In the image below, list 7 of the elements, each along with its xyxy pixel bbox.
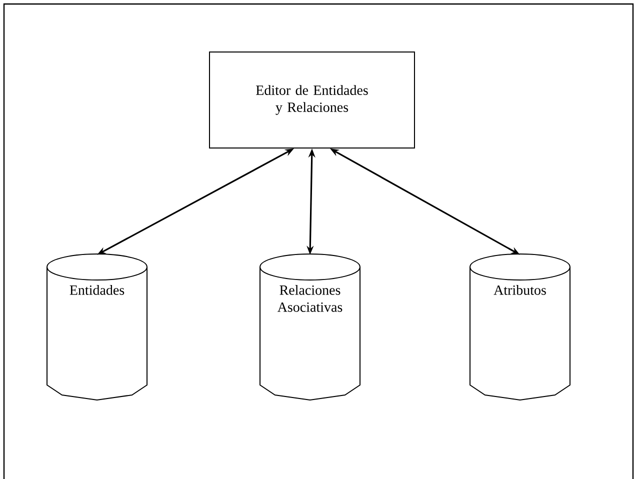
database-cylinder: Atributos [470, 254, 570, 400]
process-box: Editor de Entidades y Relaciones [209, 52, 415, 148]
node-label: Entidades [70, 284, 124, 295]
node-label: Atributos [494, 284, 546, 295]
node-label: Relaciones Asociativas [277, 284, 342, 312]
database-cylinder: Entidades [46, 254, 148, 400]
database-cylinder: Relaciones Asociativas [260, 254, 360, 400]
